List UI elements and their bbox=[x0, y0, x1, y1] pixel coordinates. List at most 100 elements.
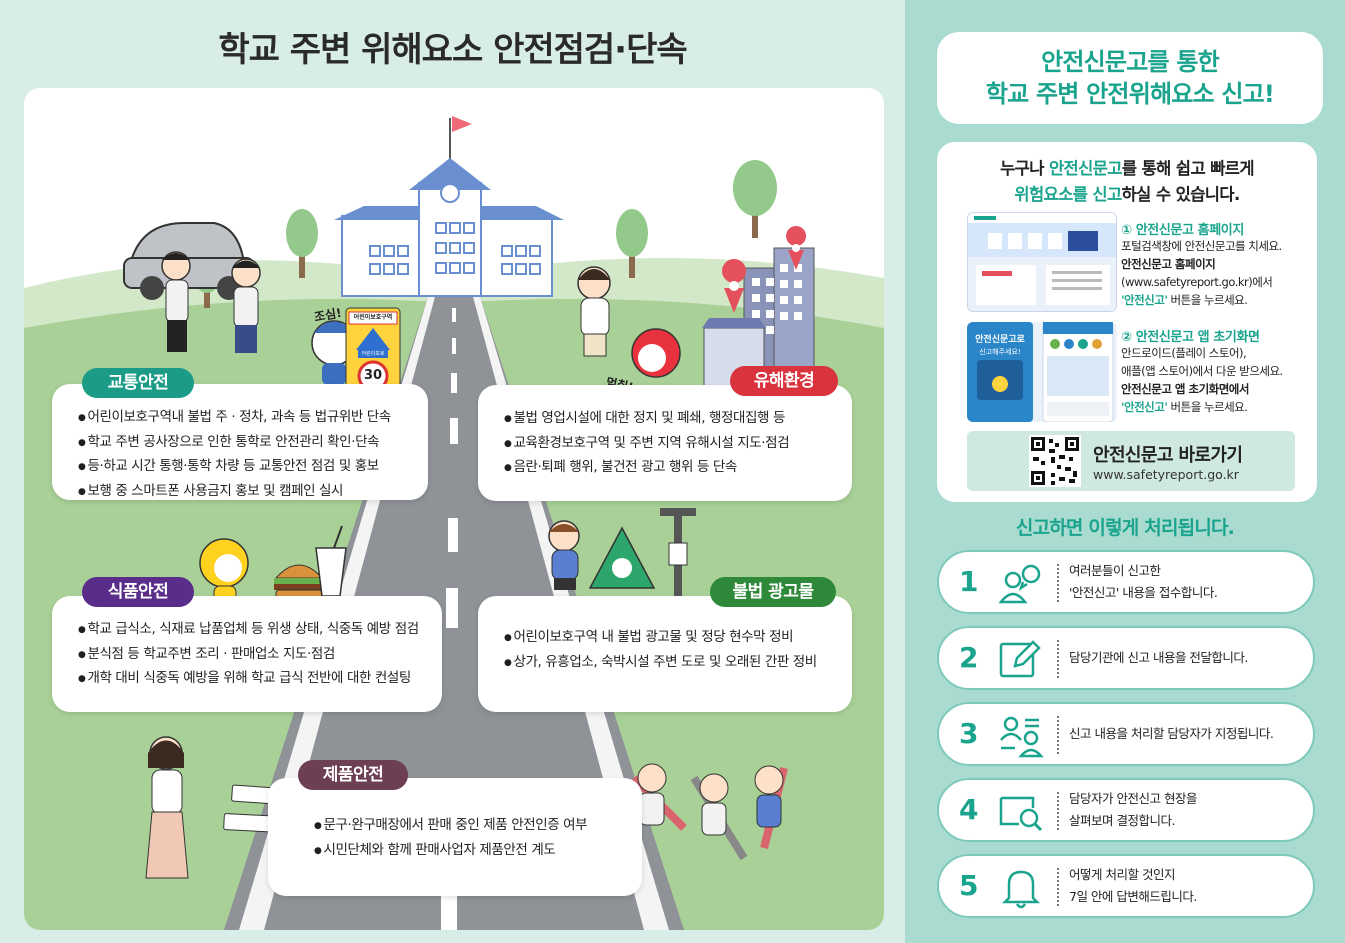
way2-body: 안드로이드(플레이 스토어), 애플(앱 스토어)에서 다운 받으세요. 안전신… bbox=[1121, 344, 1283, 416]
step-number: 3 bbox=[959, 717, 979, 750]
harmful-env-badge: 유해환경 bbox=[730, 366, 838, 396]
boy-illustration bbox=[548, 520, 580, 590]
list-item: 문구·완구매장에서 판매 중인 제품 안전인증 여부 bbox=[314, 814, 624, 839]
intro-text: 를 통해 쉽고 빠르게 bbox=[1121, 159, 1255, 178]
process-step-3: 3 신고 내용을 처리할 담당자가 지정됩니다. bbox=[937, 702, 1315, 766]
process-title: 신고하면 이렇게 처리됩니다. bbox=[1015, 517, 1235, 539]
list-item: 보행 중 스마트폰 사용금지 홍보 및 캠페인 실시 bbox=[78, 480, 410, 505]
way1-title: ① 안전신문고 홈페이지 bbox=[1121, 223, 1244, 238]
intro-highlight: 위험요소를 신고 bbox=[1014, 185, 1122, 204]
step-number: 4 bbox=[959, 793, 979, 826]
kids-with-pencils bbox=[631, 763, 788, 861]
bell-icon bbox=[1001, 870, 1041, 909]
app-screenshot: 안전신문고로 신고해주세요! bbox=[967, 322, 1117, 422]
list-item: 분식점 등 학교주변 조리 · 판매업소 지도·점검 bbox=[78, 643, 424, 668]
app-screen-line1: 안전신문고로 bbox=[975, 335, 1025, 345]
step-divider bbox=[1057, 640, 1059, 678]
school-zone-sign-text: 어린이보호구역 bbox=[353, 314, 393, 321]
illegal-ads-box: 어린이보호구역 내 불법 광고물 및 정당 현수막 정비 상가, 유흥업소, 숙… bbox=[478, 596, 852, 712]
left-panel: 학교 주변 위해요소 안전점검·단속 bbox=[0, 0, 905, 943]
way2-line: 안전신문고 앱 초기화면에서 bbox=[1121, 382, 1249, 396]
process-step-4: 4 담당자가 안전신고 현장을 살펴보며 결정합니다. bbox=[937, 778, 1315, 842]
food-safety-badge: 식품안전 bbox=[82, 577, 194, 607]
shortcut-url: www.safetyreport.go.kr bbox=[1093, 467, 1239, 482]
app-screen-line2: 신고해주세요! bbox=[979, 348, 1021, 356]
app-screen-text: 안전신문고로 신고해주세요! bbox=[967, 334, 1033, 358]
people-icon bbox=[998, 564, 1041, 604]
step-number: 2 bbox=[959, 641, 979, 674]
report-intro: 누구나 안전신문고를 통해 쉽고 빠르게 위험요소를 신고하실 수 있습니다. bbox=[937, 156, 1317, 208]
traffic-safety-box: 어린이보호구역내 불법 주 · 정차, 과속 등 법규위반 단속 학교 주변 공… bbox=[52, 384, 428, 500]
step-line: 담당기관에 신고 내용을 전달합니다. bbox=[1069, 650, 1248, 665]
qr-code-icon bbox=[1029, 435, 1081, 487]
way1-line: 안전신문고 홈페이지 bbox=[1121, 257, 1216, 271]
illustration-scene: 조심! 멈춰! 어린이보호구역 어린이보호 30 어린이보호구역내 불법 주 ·… bbox=[24, 88, 884, 930]
school-zone-sign-sub: 어린이보호 bbox=[358, 350, 388, 358]
list-item: 교육환경보호구역 및 주변 지역 유해시설 지도·점검 bbox=[504, 432, 834, 457]
mascot-careful bbox=[311, 320, 357, 385]
step-text: 어떻게 처리할 것인지 7일 안에 답변해드립니다. bbox=[1069, 864, 1197, 908]
school-building bbox=[334, 116, 564, 297]
step-divider bbox=[1057, 716, 1059, 754]
harmful-env-box: 불법 영업시설에 대한 정지 및 폐쇄, 행정대집행 등 교육환경보호구역 및 … bbox=[478, 385, 852, 501]
list-item: 학교 급식소, 식재료 납품업체 등 위생 상태, 식중독 예방 점검 bbox=[78, 618, 424, 643]
green-mascot bbox=[588, 526, 656, 589]
app-preview-image bbox=[967, 322, 1114, 422]
way2-line: 버튼을 누르세요. bbox=[1167, 400, 1248, 414]
step-text: 담당자가 안전신고 현장을 살펴보며 결정합니다. bbox=[1069, 788, 1197, 832]
teacher-illustration bbox=[145, 736, 189, 879]
shortcut-title: 안전신문고 바로가기 bbox=[1093, 445, 1243, 466]
step-text: 여러분들이 신고한 '안전신고' 내용을 접수합니다. bbox=[1069, 560, 1218, 604]
shortcut-link[interactable]: 안전신문고 바로가기 www.safetyreport.go.kr bbox=[967, 431, 1295, 491]
girl-illustration bbox=[577, 266, 611, 357]
report-info-card: 누구나 안전신문고를 통해 쉽고 빠르게 위험요소를 신고하실 수 있습니다. bbox=[937, 142, 1317, 502]
step-number: 1 bbox=[959, 565, 979, 598]
way2-title: ② 안전신문고 앱 초기화면 bbox=[1121, 330, 1260, 345]
utility-pole bbox=[660, 508, 696, 598]
list-item: 상가, 유흥업소, 숙박시설 주변 도로 및 오래된 간판 정비 bbox=[504, 651, 834, 676]
list-item: 어린이보호구역내 불법 주 · 정차, 과속 등 법규위반 단속 bbox=[78, 406, 410, 431]
step-divider bbox=[1057, 564, 1059, 602]
product-safety-box: 문구·완구매장에서 판매 중인 제품 안전인증 여부 시민단체와 함께 판매사업… bbox=[268, 778, 642, 896]
process-step-1: 1 여러분들이 신고한 '안전신고' 내용을 접수합니다. bbox=[937, 550, 1315, 614]
step-line: 여러분들이 신고한 bbox=[1069, 563, 1161, 578]
way1-highlight: '안전신고' bbox=[1121, 293, 1168, 307]
process-step-2: 2 담당기관에 신고 내용을 전달합니다. bbox=[937, 626, 1315, 690]
food-safety-box: 학교 급식소, 식재료 납품업체 등 위생 상태, 식중독 예방 점검 분식점 … bbox=[52, 596, 442, 712]
step-number: 5 bbox=[959, 869, 979, 902]
intro-highlight: 안전신문고 bbox=[1048, 159, 1123, 178]
speed-limit-text: 30 bbox=[363, 368, 383, 383]
list-item: 불법 영업시설에 대한 정지 및 폐쇄, 행정대집행 등 bbox=[504, 407, 834, 432]
tree-left bbox=[286, 209, 318, 278]
students-walking bbox=[161, 251, 261, 353]
step-line: 어떻게 처리할 것인지 bbox=[1069, 867, 1175, 882]
mascot-stop bbox=[631, 328, 681, 378]
way1-line: (www.safetyreport.go.kr)에서 bbox=[1121, 275, 1273, 289]
assign-icon bbox=[1000, 716, 1044, 758]
list-item: 학교 주변 공사장으로 인한 통학로 안전관리 확인·단속 bbox=[78, 431, 410, 456]
way1-body: 포털검색창에 안전신문고를 치세요. 안전신문고 홈페이지 (www.safet… bbox=[1121, 237, 1282, 309]
report-title-line1: 안전신문고를 통한 bbox=[1041, 48, 1220, 76]
list-item: 등·하교 시간 통행·통학 차량 등 교통안전 점검 및 홍보 bbox=[78, 455, 410, 480]
intro-text: 하실 수 있습니다. bbox=[1121, 185, 1241, 204]
step-line: 담당자가 안전신고 현장을 bbox=[1069, 791, 1197, 806]
list-item: 음란·퇴폐 행위, 불건전 광고 행위 등 단속 bbox=[504, 456, 834, 481]
step-divider bbox=[1057, 792, 1059, 830]
list-item: 시민단체와 함께 판매사업자 제품안전 계도 bbox=[314, 839, 624, 864]
homepage-screenshot bbox=[967, 212, 1117, 312]
edit-icon bbox=[999, 640, 1041, 678]
report-title-box: 안전신문고를 통한 학교 주변 안전위해요소 신고! bbox=[937, 32, 1323, 124]
traffic-safety-badge: 교통안전 bbox=[82, 368, 194, 398]
page-title: 학교 주변 위해요소 안전점검·단속 bbox=[218, 30, 687, 70]
inspect-icon bbox=[999, 796, 1043, 832]
step-line: '안전신고' 내용을 접수합니다. bbox=[1069, 585, 1218, 600]
step-line: 7일 안에 답변해드립니다. bbox=[1069, 889, 1197, 904]
right-panel: 안전신문고를 통한 학교 주변 안전위해요소 신고! 누구나 안전신문고를 통해… bbox=[905, 0, 1345, 943]
way2-line: 애플(앱 스토어)에서 다운 받으세요. bbox=[1121, 364, 1283, 378]
way2-highlight: '안전신고' bbox=[1121, 400, 1168, 414]
step-text: 담당기관에 신고 내용을 전달합니다. bbox=[1069, 647, 1248, 669]
step-line: 살펴보며 결정합니다. bbox=[1069, 813, 1175, 828]
homepage-preview-image bbox=[968, 213, 1116, 305]
step-line: 신고 내용을 처리할 담당자가 지정됩니다. bbox=[1069, 726, 1274, 741]
intro-text: 누구나 bbox=[1000, 159, 1049, 178]
